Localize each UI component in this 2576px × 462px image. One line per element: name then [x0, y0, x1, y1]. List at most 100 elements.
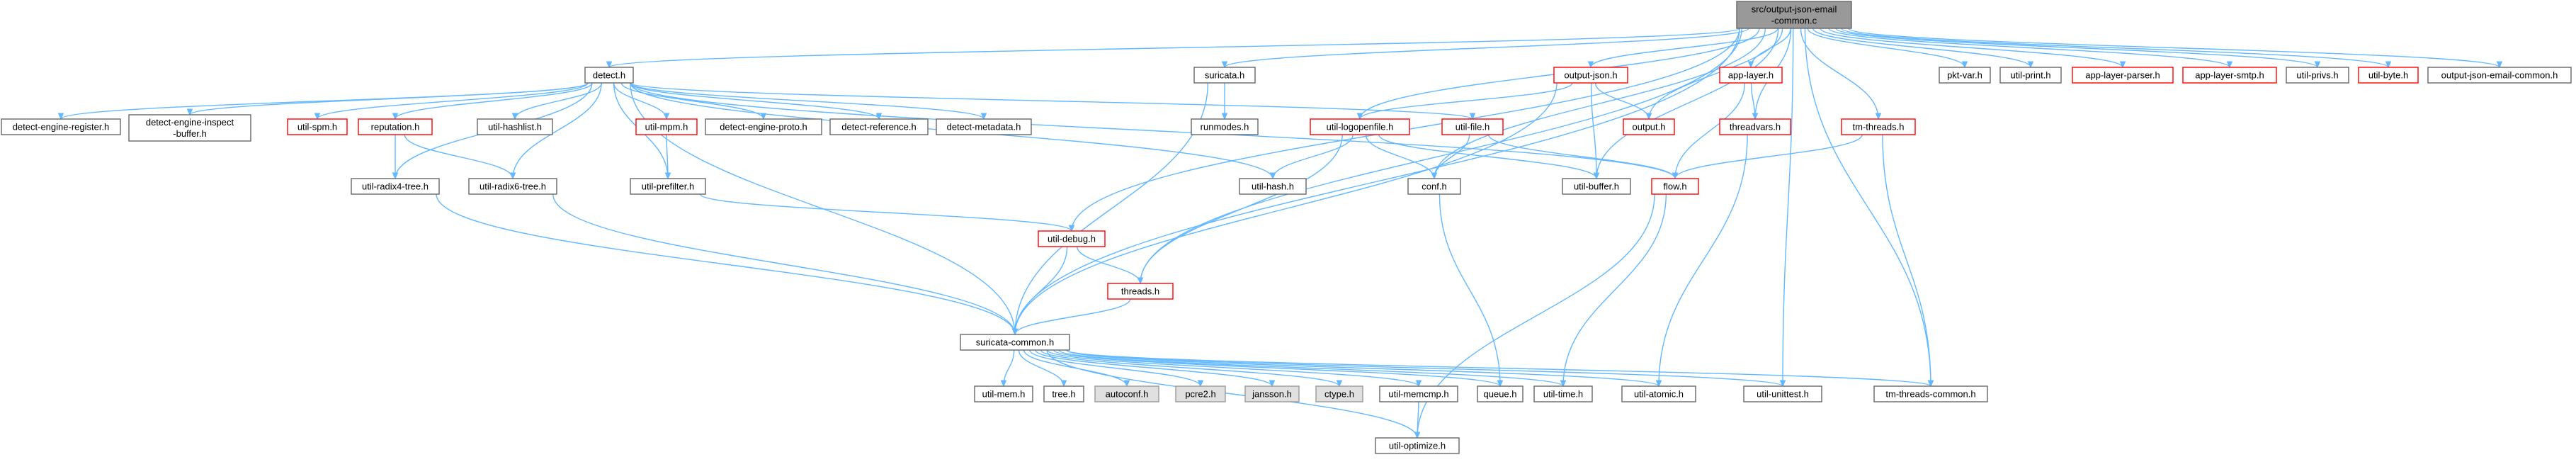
node-box[interactable] [630, 178, 706, 195]
node-box[interactable] [1873, 385, 1988, 402]
node-box[interactable] [1244, 385, 1300, 402]
node-autoconf[interactable]: autoconf.h [1094, 385, 1159, 402]
node-box[interactable] [1193, 67, 1256, 84]
node-box[interactable] [974, 385, 1033, 402]
node-pkt-var[interactable]: pkt-var.h [1939, 67, 1991, 84]
node-reputation[interactable]: reputation.h [358, 118, 433, 135]
node-box[interactable] [2182, 67, 2277, 84]
node-box[interactable] [936, 118, 1032, 135]
node-app-layer-smtp[interactable]: app-layer-smtp.h [2182, 67, 2277, 84]
node-der[interactable]: detect-engine-register.h [1, 118, 121, 135]
node-box[interactable] [1191, 118, 1259, 135]
node-box[interactable] [1553, 67, 1628, 84]
node-util-mem[interactable]: util-mem.h [974, 385, 1033, 402]
node-root[interactable]: src/output-json-email-common.c [1736, 1, 1852, 29]
node-dmeta[interactable]: detect-metadata.h [936, 118, 1032, 135]
node-box[interactable] [584, 67, 634, 84]
node-output-h[interactable]: output.h [1623, 118, 1675, 135]
node-pcre2[interactable]: pcre2.h [1175, 385, 1226, 402]
node-box[interactable] [351, 178, 440, 195]
node-util-optimize[interactable]: util-optimize.h [1375, 437, 1460, 454]
node-box[interactable] [1743, 385, 1822, 402]
node-box[interactable] [1477, 385, 1524, 402]
node-box[interactable] [2286, 67, 2349, 84]
node-box[interactable] [477, 118, 553, 135]
node-threadvars[interactable]: threadvars.h [1719, 118, 1791, 135]
node-box[interactable] [1562, 178, 1631, 195]
node-util-logopenfile[interactable]: util-logopenfile.h [1310, 118, 1410, 135]
node-runmodes[interactable]: runmodes.h [1191, 118, 1259, 135]
node-box[interactable] [1043, 385, 1084, 402]
node-util-unittest[interactable]: util-unittest.h [1743, 385, 1822, 402]
node-util-hashlist[interactable]: util-hashlist.h [477, 118, 553, 135]
node-queue[interactable]: queue.h [1477, 385, 1524, 402]
node-deib[interactable]: detect-engine-inspect-buffer.h [128, 114, 251, 142]
node-conf[interactable]: conf.h [1407, 178, 1461, 195]
node-box[interactable] [128, 114, 251, 142]
node-suricata-common[interactable]: suricata-common.h [960, 334, 1070, 351]
node-box[interactable] [1310, 118, 1410, 135]
node-util-atomic[interactable]: util-atomic.h [1621, 385, 1696, 402]
node-box[interactable] [1094, 385, 1159, 402]
node-box[interactable] [1736, 1, 1852, 29]
node-detect[interactable]: detect.h [584, 67, 634, 84]
node-box[interactable] [1999, 67, 2062, 84]
node-app-layer[interactable]: app-layer.h [1719, 67, 1783, 84]
node-util-radix6[interactable]: util-radix6-tree.h [468, 178, 557, 195]
node-util-time[interactable]: util-time.h [1533, 385, 1593, 402]
node-box[interactable] [1375, 437, 1460, 454]
node-flow[interactable]: flow.h [1651, 178, 1699, 195]
node-threads[interactable]: threads.h [1107, 283, 1174, 300]
node-box[interactable] [1315, 385, 1363, 402]
node-box[interactable] [1, 118, 121, 135]
node-box[interactable] [1107, 283, 1174, 300]
node-util-file[interactable]: util-file.h [1441, 118, 1504, 135]
node-box[interactable] [1533, 385, 1593, 402]
node-box[interactable] [1719, 118, 1791, 135]
node-box[interactable] [1651, 178, 1699, 195]
node-box[interactable] [2358, 67, 2419, 84]
node-output-json[interactable]: output-json.h [1553, 67, 1628, 84]
node-jansson[interactable]: jansson.h [1244, 385, 1300, 402]
node-util-mpm[interactable]: util-mpm.h [635, 118, 698, 135]
node-tm-threads[interactable]: tm-threads.h [1841, 118, 1916, 135]
node-ctype[interactable]: ctype.h [1315, 385, 1363, 402]
node-box[interactable] [1175, 385, 1226, 402]
node-box[interactable] [829, 118, 929, 135]
node-box[interactable] [468, 178, 557, 195]
node-dep[interactable]: detect-engine-proto.h [705, 118, 822, 135]
node-util-byte[interactable]: util-byte.h [2358, 67, 2419, 84]
node-dref[interactable]: detect-reference.h [829, 118, 929, 135]
node-tree[interactable]: tree.h [1043, 385, 1084, 402]
node-box[interactable] [1623, 118, 1675, 135]
node-box[interactable] [960, 334, 1070, 351]
node-box[interactable] [2072, 67, 2174, 84]
node-box[interactable] [705, 118, 822, 135]
node-box[interactable] [635, 118, 698, 135]
node-util-spm[interactable]: util-spm.h [287, 118, 348, 135]
node-tm-threads-common[interactable]: tm-threads-common.h [1873, 385, 1988, 402]
node-box[interactable] [1621, 385, 1696, 402]
node-oje-common[interactable]: output-json-email-common.h [2427, 67, 2572, 84]
node-box[interactable] [1379, 385, 1458, 402]
node-util-hash[interactable]: util-hash.h [1239, 178, 1307, 195]
node-util-prefilter[interactable]: util-prefilter.h [630, 178, 706, 195]
node-box[interactable] [358, 118, 433, 135]
node-app-layer-parser[interactable]: app-layer-parser.h [2072, 67, 2174, 84]
node-box[interactable] [1939, 67, 1991, 84]
node-util-debug[interactable]: util-debug.h [1038, 230, 1106, 247]
node-box[interactable] [287, 118, 348, 135]
node-box[interactable] [2427, 67, 2572, 84]
node-util-buffer[interactable]: util-buffer.h [1562, 178, 1631, 195]
node-util-privs[interactable]: util-privs.h [2286, 67, 2349, 84]
node-box[interactable] [1407, 178, 1461, 195]
node-box[interactable] [1239, 178, 1307, 195]
node-suricata[interactable]: suricata.h [1193, 67, 1256, 84]
node-box[interactable] [1441, 118, 1504, 135]
node-util-print[interactable]: util-print.h [1999, 67, 2062, 84]
node-box[interactable] [1038, 230, 1106, 247]
node-util-memcmp[interactable]: util-memcmp.h [1379, 385, 1458, 402]
node-box[interactable] [1841, 118, 1916, 135]
node-box[interactable] [1719, 67, 1783, 84]
node-util-radix4[interactable]: util-radix4-tree.h [351, 178, 440, 195]
